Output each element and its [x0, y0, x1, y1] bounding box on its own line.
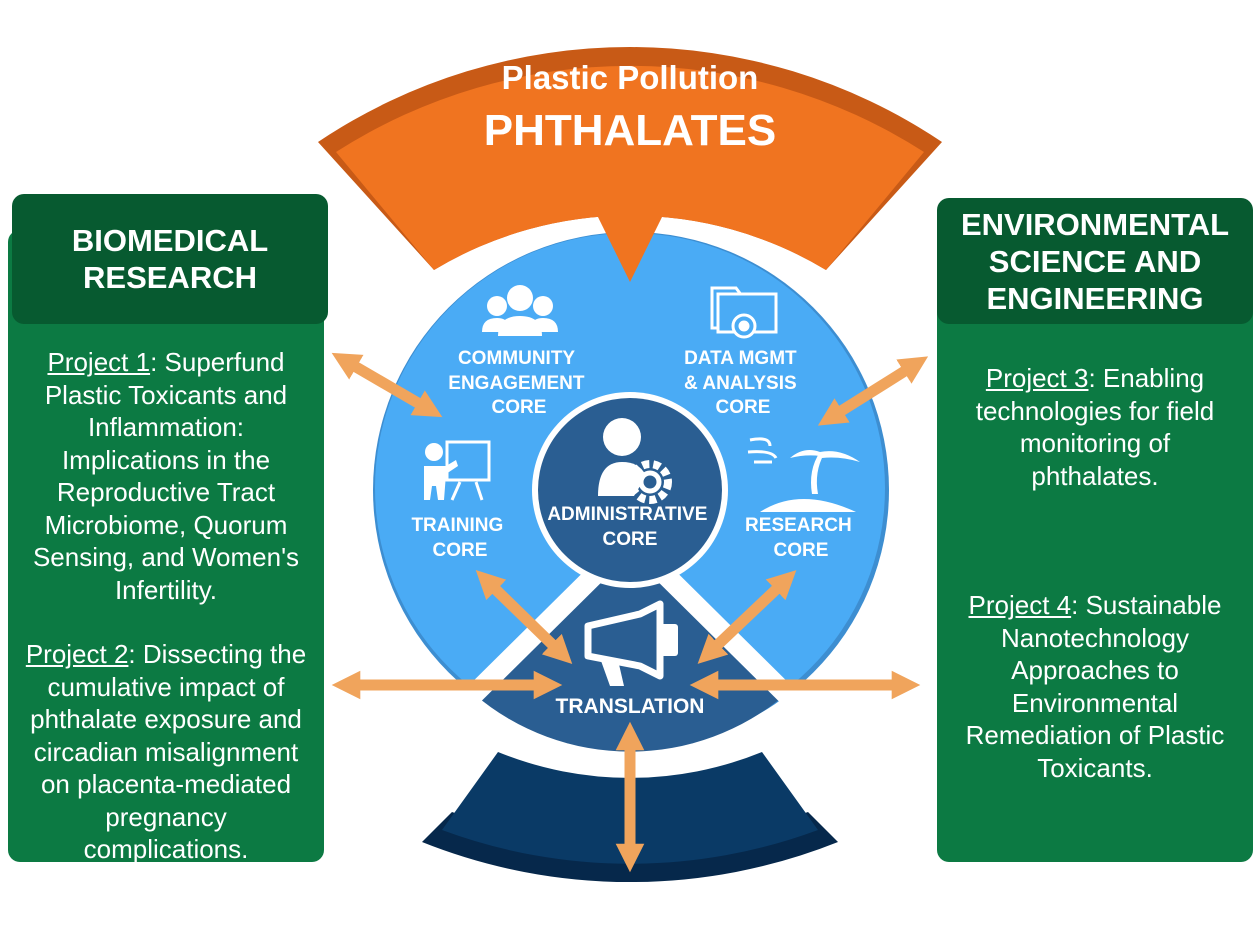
project-3-line-1: technologies for field — [975, 395, 1215, 426]
plastic-pollution-subtitle: Plastic Pollution — [502, 59, 759, 96]
project-1-name: Project 1 — [47, 347, 151, 377]
project-2-line-5: pregnancy — [105, 801, 227, 832]
project-4-line-0: Project 4: Sustainable — [968, 590, 1222, 620]
project-2-line-2: phthalate exposure and — [30, 704, 302, 734]
project-4-line-1: Nanotechnology — [1001, 622, 1189, 653]
toxicant-exposure-label: TOXICANT EXPOSURE — [481, 0, 779, 42]
project-3-line-0-text: Enabling — [1102, 363, 1205, 393]
project-2-line-3: circadian misalignment — [33, 736, 299, 767]
project-1-line-2: Inflammation: — [87, 412, 245, 442]
arrow-research-to-translation — [697, 570, 797, 664]
project-4-line-5: Toxicants. — [1037, 752, 1153, 783]
research-core-label: RESEARCH CORE — [745, 515, 857, 561]
project-1-line-3: Implications in the — [61, 444, 271, 475]
project-3-name: Project 3 — [985, 363, 1089, 393]
project-4-text: Project 4: Sustainable Nanotechnology Ap… — [937, 589, 1253, 784]
project-4-line-0-text: Sustainable — [1085, 590, 1222, 620]
presenter-board-icon — [424, 440, 491, 501]
left-heading-line-0: BIOMEDICAL — [71, 223, 269, 258]
project-4-line-4: Remediation of Plastic — [965, 720, 1225, 750]
right-heading-line-1: SCIENCE AND — [988, 243, 1202, 279]
project-2-line-4: on placenta-mediated — [40, 769, 292, 799]
project-4-name: Project 4 — [968, 590, 1072, 620]
project-2-name: Project 2 — [25, 639, 129, 669]
project-1-line-7: Infertility. — [114, 574, 218, 605]
project-2-line-1: cumulative impact of — [47, 671, 285, 702]
right-heading-line-0: ENVIRONMENTAL — [960, 206, 1230, 242]
phthalates-title: PHTHALATES — [484, 106, 777, 155]
project-4-line-2: Approaches to — [1011, 655, 1179, 685]
project-2-text: Project 2: Dissecting the cumulative imp… — [8, 638, 324, 866]
environmental-science-heading: ENVIRONMENTAL SCIENCE AND ENGINEERING — [937, 198, 1253, 324]
biomedical-research-heading: BIOMEDICAL RESEARCH — [12, 194, 328, 324]
right-heading-line-2: ENGINEERING — [986, 280, 1204, 316]
project-3-line-0: Project 3: Enabling — [985, 363, 1205, 393]
project-3-line-2: monitoring of — [1019, 428, 1171, 458]
biomedical-research-panel: Project 1: Superfund Plastic Toxicants a… — [8, 230, 324, 864]
arrow-right-panel-to-data — [817, 356, 929, 426]
training-core-label: TRAINING CORE — [411, 515, 508, 561]
project-1-line-1: Plastic Toxicants and — [44, 379, 288, 410]
arrow-training-to-translation — [475, 570, 573, 664]
project-1-line-4: Reproductive Tract — [56, 477, 276, 507]
arrow-left-panel-to-community — [331, 352, 443, 418]
data-mgmt-core-label: DATA MGMT & ANALYSIS CORE — [684, 348, 802, 418]
project-2-line-0: Project 2: Dissecting the — [25, 639, 307, 669]
translation-label: TRANSLATION — [556, 695, 705, 718]
left-heading-line-1: RESEARCH — [83, 260, 257, 295]
people-group-icon — [482, 285, 558, 336]
project-2-line-0-text: Dissecting the — [142, 639, 307, 669]
folder-gear-icon — [710, 286, 778, 339]
island-palm-icon — [747, 437, 860, 512]
project-1-text: Project 1: Superfund Plastic Toxicants a… — [8, 346, 324, 606]
arc-inner-fill — [336, 65, 924, 270]
community-engagement-core-label: COMMUNITY ENGAGEMENT CORE — [448, 348, 589, 418]
project-1-line-0-text: Superfund — [164, 347, 285, 377]
project-3-line-3: phthalates. — [1031, 460, 1159, 491]
exposure-down-arrow — [596, 185, 664, 282]
connector-arrows — [331, 352, 929, 873]
project-3-text: Project 3: Enabling technologies for fie… — [937, 362, 1253, 492]
administrative-core-label: ADMINISTRATIVE CORE — [547, 504, 712, 550]
megaphone-icon — [584, 600, 678, 686]
project-1-line-0: Project 1: Superfund — [47, 347, 285, 377]
person-gear-icon — [598, 418, 672, 504]
project-1-line-6: Sensing, and Women's — [32, 542, 300, 572]
environmental-science-panel: Project 3: Enabling technologies for fie… — [937, 240, 1253, 862]
project-1-line-5: Microbiome, Quorum — [44, 509, 288, 540]
project-4-line-3: Environmental — [1011, 687, 1179, 718]
project-2-line-6: complications. — [83, 834, 249, 864]
